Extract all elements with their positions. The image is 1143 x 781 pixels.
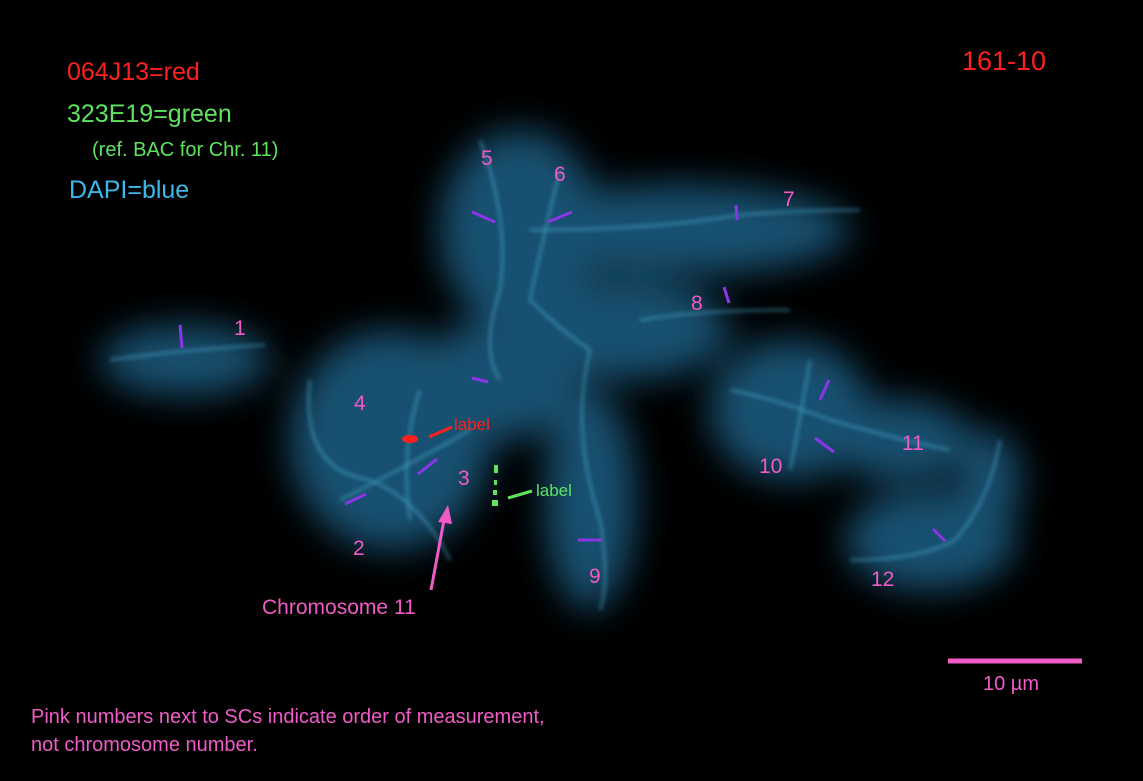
sc-number: 8 xyxy=(691,292,703,315)
dapi-signal xyxy=(100,130,1020,610)
legend-red-probe: 064J13=red xyxy=(67,58,200,86)
sc-number: 7 xyxy=(783,188,795,211)
legend-green-probe: 323E19=green xyxy=(67,100,232,128)
sc-number: 1 xyxy=(234,317,246,340)
sc-number: 3 xyxy=(458,467,470,490)
footnote-line-2: not chromosome number. xyxy=(31,734,258,756)
sc-number: 11 xyxy=(902,432,924,455)
sample-id: 161-10 xyxy=(962,46,1047,76)
sc-number: 5 xyxy=(481,147,493,170)
chromosome-11-arrow xyxy=(429,505,452,591)
scale-bar-label: 10 µm xyxy=(983,673,1039,695)
sc-number: 4 xyxy=(354,392,366,415)
legend-dapi: DAPI=blue xyxy=(69,176,190,204)
red-label-pointer xyxy=(428,425,453,439)
sc-tick-marks xyxy=(178,204,947,543)
red-probe-label: label xyxy=(454,415,490,434)
sc-number: 10 xyxy=(759,455,783,478)
sc-number: 6 xyxy=(554,163,566,186)
green-probe-label: label xyxy=(536,481,572,500)
green-label-pointer xyxy=(507,489,533,500)
chromosome-11-label: Chromosome 11 xyxy=(262,596,416,619)
synaptonemal-complexes xyxy=(109,139,1001,611)
red-probe-signal xyxy=(402,425,453,443)
footnote-line-1: Pink numbers next to SCs indicate order … xyxy=(31,706,545,728)
sc-number: 9 xyxy=(589,565,601,588)
sc-number: 12 xyxy=(871,568,895,591)
green-probe-signal xyxy=(492,465,533,506)
legend-green-note: (ref. BAC for Chr. 11) xyxy=(92,139,279,161)
sc-number: 2 xyxy=(353,537,365,560)
